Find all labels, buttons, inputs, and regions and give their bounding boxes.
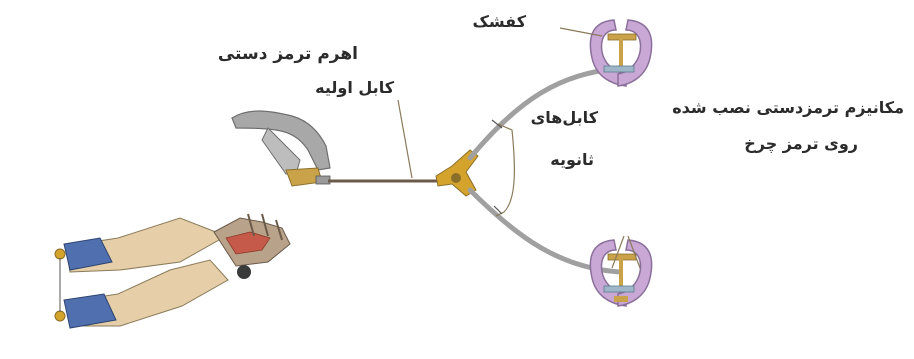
mechanism-label-line2: روی ترمز چرخ <box>744 134 858 153</box>
secondary-cables-label-line2: ثانویه <box>550 150 594 169</box>
cable-equalizer <box>435 149 479 197</box>
mechanism-pointer-b <box>627 235 641 269</box>
mechanism-pointer-a <box>611 235 625 269</box>
primary-cable-pointer <box>397 99 413 179</box>
shoe-pointer <box>559 27 603 37</box>
shoe-label: کفشک <box>472 12 526 31</box>
secondary-cables-label-line1: کابل‌های <box>530 108 598 127</box>
cable-assembly-illustration <box>54 213 291 329</box>
hand-brake-lever <box>231 110 331 187</box>
secondary-cable-pointer <box>495 123 515 217</box>
pointer-tick-lower <box>493 205 503 215</box>
hand-brake-lever-label: اهرم ترمز دستی <box>217 44 358 64</box>
pointer-tick-upper <box>491 119 503 129</box>
mechanism-label-line1: مکانیزم ترمزدستی نصب شده <box>672 98 904 117</box>
wheel-brake-lower <box>589 239 653 307</box>
primary-cable-label: کابل اولیه <box>315 78 394 97</box>
wheel-brake-upper <box>589 19 653 87</box>
